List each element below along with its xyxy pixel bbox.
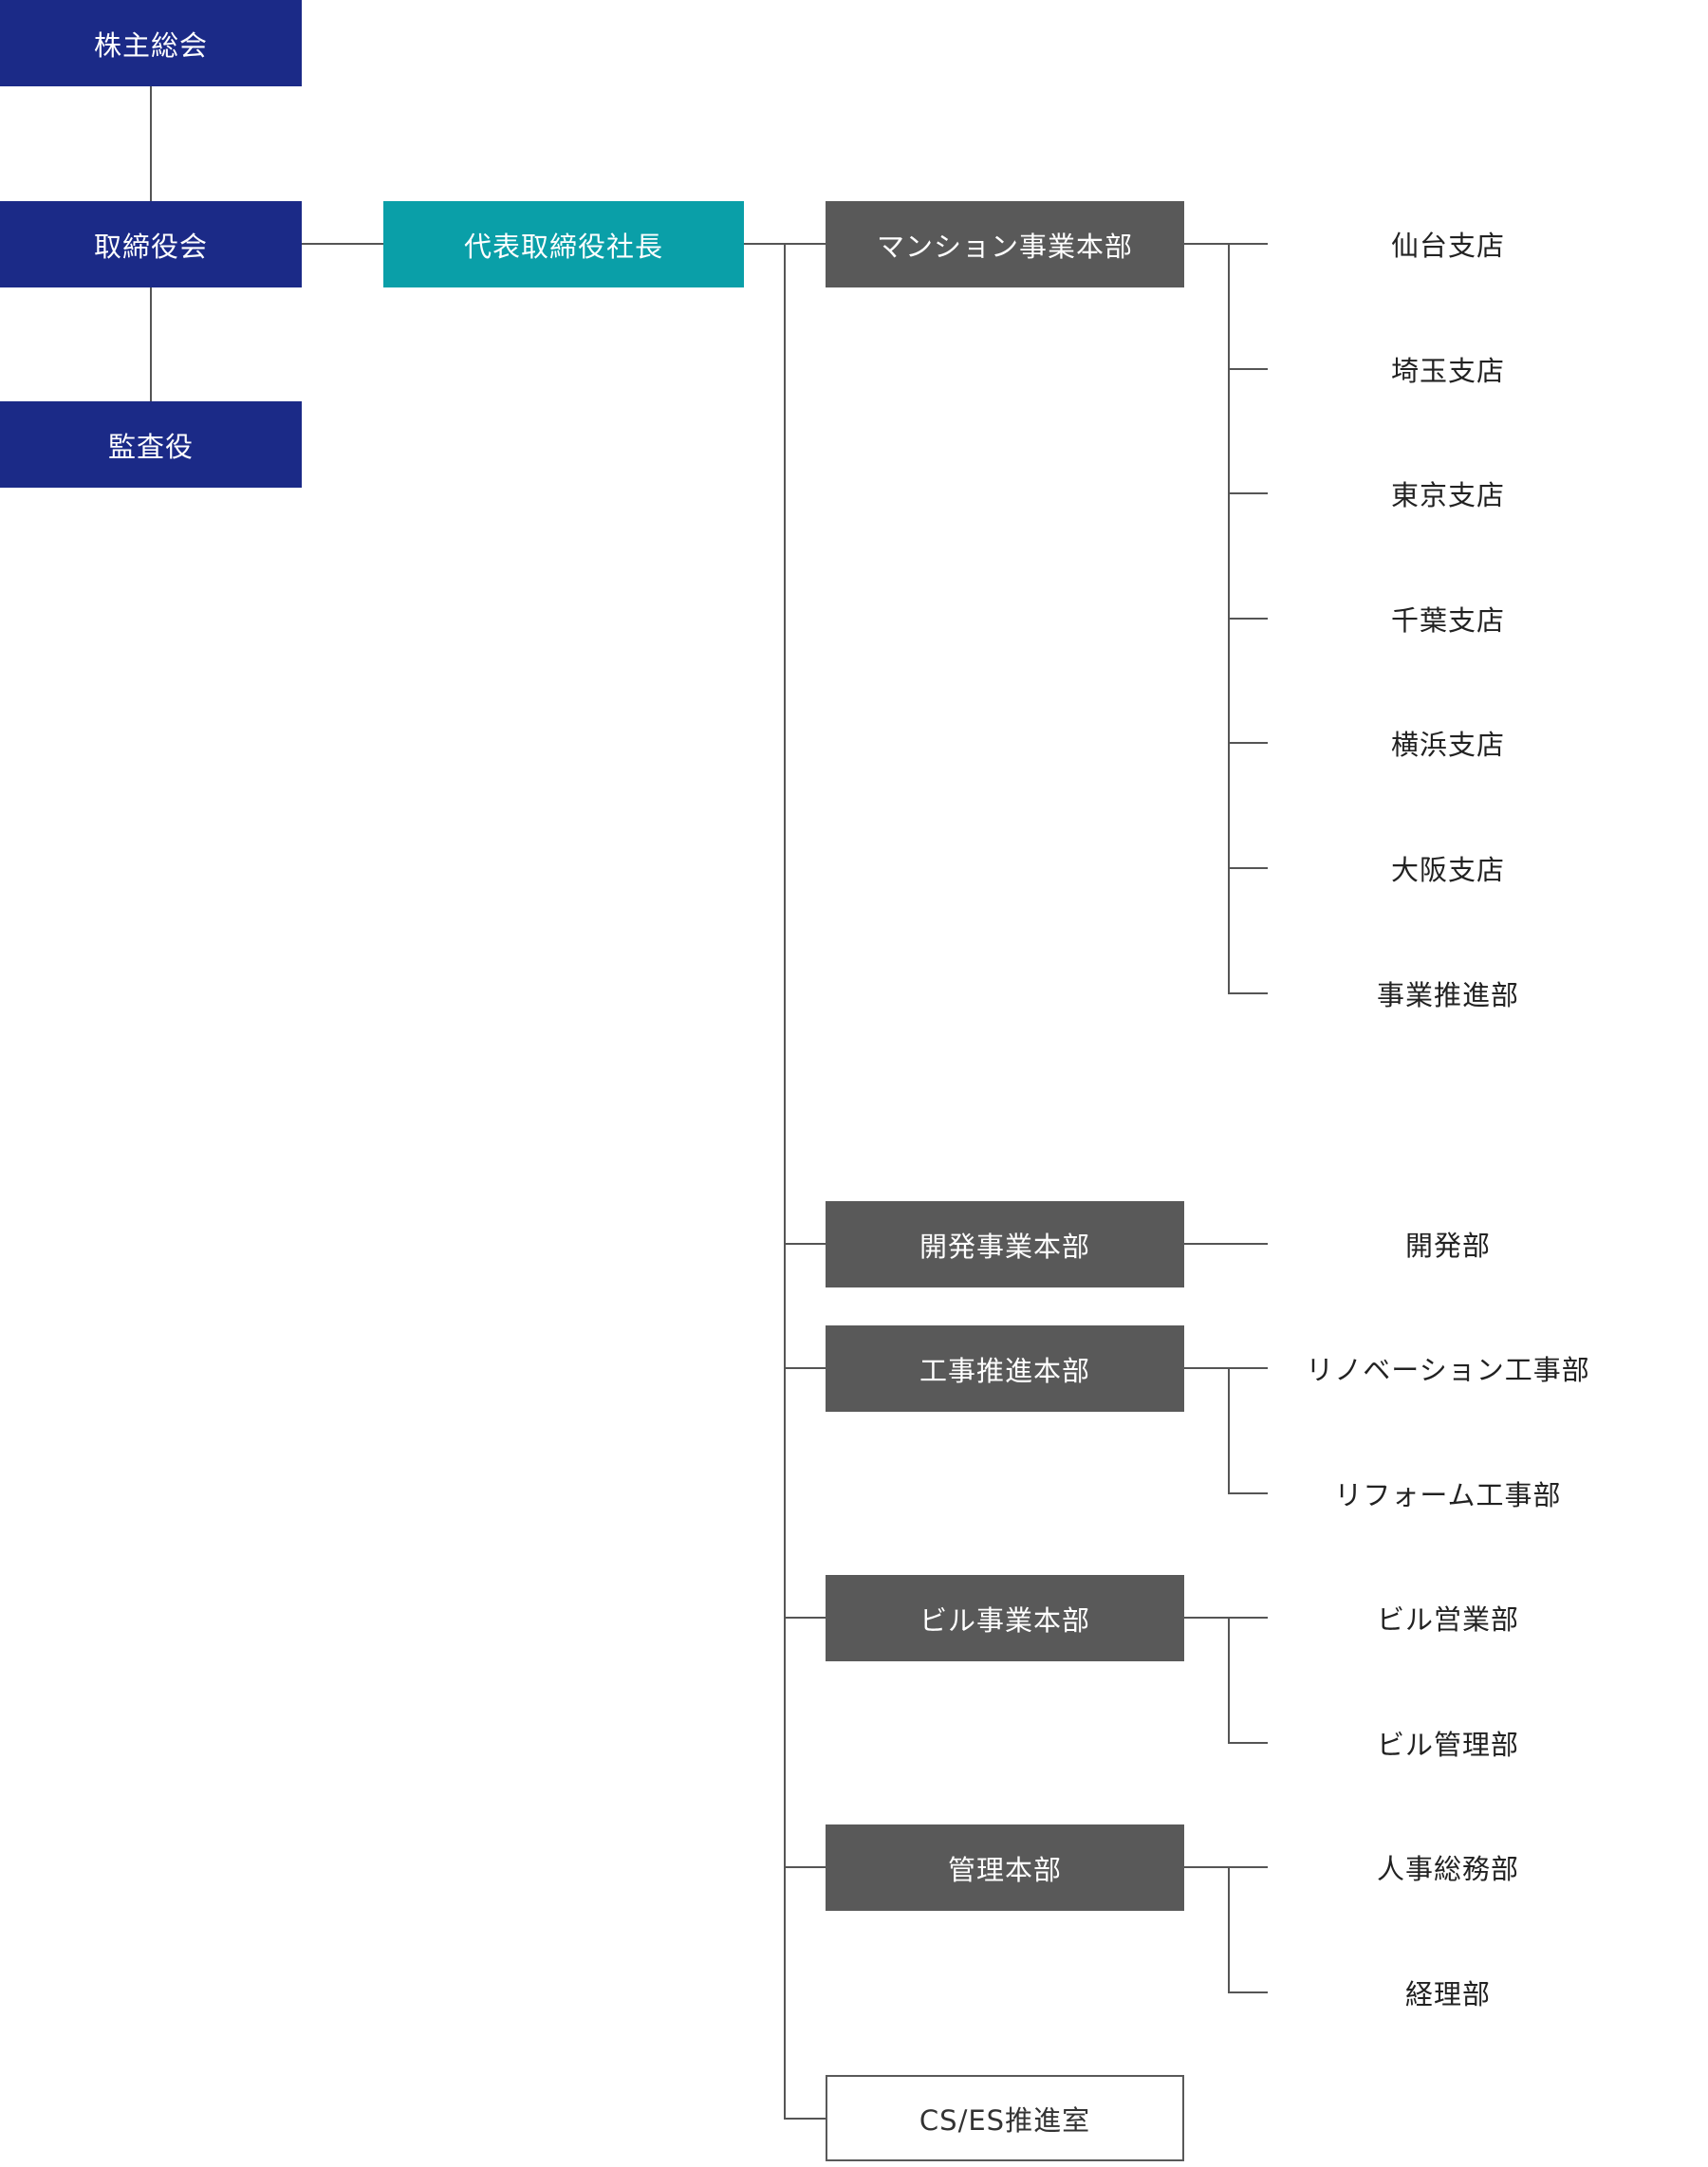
department-label: 開発部 — [1404, 1230, 1491, 1262]
division-4-dept-spine — [1228, 1617, 1230, 1744]
connector-division-2-branch — [1184, 1243, 1268, 1245]
president-box: 代表取締役社長 — [383, 201, 744, 287]
connector-dept-7 — [1228, 992, 1268, 994]
department-label: リノベーション工事部 — [1306, 1354, 1590, 1386]
division-trunk — [784, 243, 786, 2120]
division-construction-box: 工事推進本部 — [826, 1325, 1184, 1412]
connector-dept-4 — [1228, 618, 1268, 620]
department-label: 仙台支店 — [1390, 230, 1505, 262]
connector-dept-2 — [1228, 368, 1268, 370]
division-building-box: ビル事業本部 — [826, 1575, 1184, 1661]
shareholders-meeting-box: 株主総会 — [0, 0, 302, 86]
cs-es-promotion-box: CS/ES推進室 — [826, 2075, 1184, 2161]
department-label: リフォーム工事部 — [1334, 1479, 1562, 1511]
connector-shareholders-board — [150, 86, 152, 201]
department-label: 埼玉支店 — [1390, 355, 1505, 387]
connector-trunk-division-6 — [784, 2118, 826, 2120]
connector-board-president — [302, 243, 383, 245]
connector-division-5-branch — [1184, 1866, 1268, 1868]
connector-dept-14 — [1228, 1991, 1268, 1993]
department-label: 事業推進部 — [1376, 979, 1519, 1011]
division-mansion-box: マンション事業本部 — [826, 201, 1184, 287]
connector-trunk-division-4 — [784, 1617, 826, 1619]
connector-board-auditor — [150, 287, 152, 401]
division-development-box: 開発事業本部 — [826, 1201, 1184, 1287]
department-label: 横浜支店 — [1390, 729, 1505, 761]
department-label: 大阪支店 — [1390, 854, 1505, 886]
department-label: 経理部 — [1404, 1978, 1491, 2010]
connector-division-4-branch — [1184, 1617, 1268, 1619]
connector-dept-3 — [1228, 492, 1268, 494]
connector-dept-6 — [1228, 867, 1268, 869]
connector-trunk-division-2 — [784, 1243, 826, 1245]
connector-division-1-branch — [1184, 243, 1268, 245]
auditor-box: 監査役 — [0, 401, 302, 488]
department-label: ビル管理部 — [1376, 1729, 1519, 1761]
connector-president-trunk — [744, 243, 785, 245]
connector-dept-10 — [1228, 1492, 1268, 1494]
connector-division-3-branch — [1184, 1367, 1268, 1369]
connector-dept-5 — [1228, 742, 1268, 744]
division-administration-box: 管理本部 — [826, 1824, 1184, 1911]
connector-trunk-division-5 — [784, 1866, 826, 1868]
connector-trunk-division-3 — [784, 1367, 826, 1369]
division-5-dept-spine — [1228, 1866, 1230, 1993]
department-label: 東京支店 — [1390, 479, 1505, 511]
connector-trunk-division-1 — [784, 243, 826, 245]
department-label: 人事総務部 — [1376, 1853, 1519, 1885]
connector-dept-12 — [1228, 1742, 1268, 1744]
division-3-dept-spine — [1228, 1367, 1230, 1494]
department-label: ビル営業部 — [1376, 1603, 1519, 1636]
board-of-directors-box: 取締役会 — [0, 201, 302, 287]
department-label: 千葉支店 — [1390, 604, 1505, 637]
